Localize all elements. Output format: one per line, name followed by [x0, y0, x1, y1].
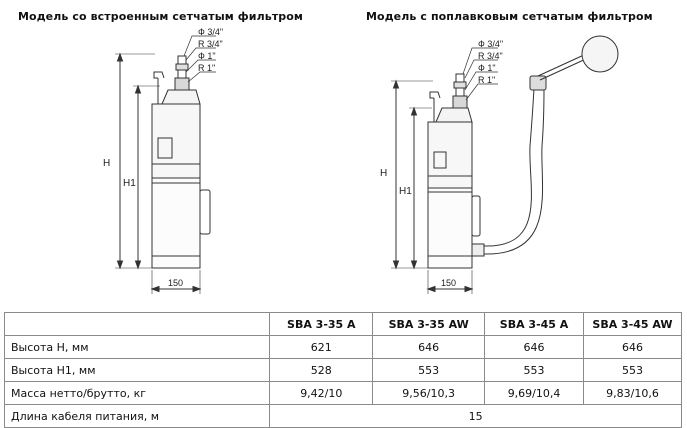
thread-label: Ф 3/4" — [198, 27, 223, 37]
table-header-cell — [3, 312, 271, 336]
dim-H: H — [103, 158, 110, 169]
dim-H: H — [380, 168, 387, 179]
table-cell-merged: 15 — [269, 404, 682, 428]
table-header-cell: SBA 3-45 A — [484, 312, 584, 336]
row-label: Высота H1, мм — [3, 358, 271, 382]
table-cell: 553 — [484, 358, 584, 382]
pump-drawing-integrated-filter: H H1 150 Ф 3/4" R 3/4" Ф 1" R 1" — [103, 27, 223, 294]
table-cell: 9,69/10,4 — [484, 381, 584, 405]
thread-label: R 3/4" — [478, 51, 503, 61]
dim-width: 150 — [441, 278, 456, 288]
thread-label: R 1" — [478, 75, 495, 85]
table-cell: 621 — [269, 335, 374, 359]
table-cell: 9,83/10,6 — [582, 381, 683, 405]
thread-label: R 1" — [198, 63, 215, 73]
table-cell: 9,42/10 — [269, 381, 374, 405]
table-cell: 646 — [372, 335, 486, 359]
table-row: Длина кабеля питания, м 15 — [3, 404, 682, 428]
table-cell: 646 — [582, 335, 683, 359]
table-header-cell: SBA 3-35 AW — [372, 312, 486, 336]
dim-width: 150 — [168, 278, 183, 288]
heading-right: Модель с поплавковым сетчатым фильтром — [366, 10, 653, 23]
thread-label: Ф 1" — [478, 63, 496, 73]
table-header-row: SBA 3-35 A SBA 3-35 AW SBA 3-45 A SBA 3-… — [3, 312, 683, 336]
thread-label: Ф 1" — [198, 51, 216, 61]
dim-H1: H1 — [123, 178, 136, 189]
row-label: Длина кабеля питания, м — [3, 404, 271, 428]
table-row: Масса нетто/брутто, кг 9,42/10 9,56/10,3… — [3, 381, 683, 405]
table-cell: 553 — [372, 358, 486, 382]
row-label: Масса нетто/брутто, кг — [3, 381, 271, 405]
thread-label: R 3/4" — [198, 39, 223, 49]
dim-H1: H1 — [399, 186, 412, 197]
heading-left: Модель со встроенным сетчатым фильтром — [18, 10, 304, 23]
table-header-cell: SBA 3-35 A — [269, 312, 374, 336]
row-label: Высота H, мм — [3, 335, 271, 359]
table-row: Высота H1, мм 528 553 553 553 — [3, 358, 683, 382]
table-row: Высота H, мм 621 646 646 646 — [3, 335, 683, 359]
table-cell: 9,56/10,3 — [372, 381, 486, 405]
spec-table: SBA 3-35 A SBA 3-35 AW SBA 3-45 A SBA 3-… — [3, 312, 683, 428]
pump-drawing-float-filter: H H1 150 Ф 3/4" R 3/4" Ф 1" R 1" — [380, 35, 619, 294]
table-cell: 528 — [269, 358, 374, 382]
thread-label: Ф 3/4" — [478, 39, 503, 49]
table-cell: 553 — [582, 358, 683, 382]
table-cell: 646 — [484, 335, 584, 359]
table-header-cell: SBA 3-45 AW — [582, 312, 683, 336]
